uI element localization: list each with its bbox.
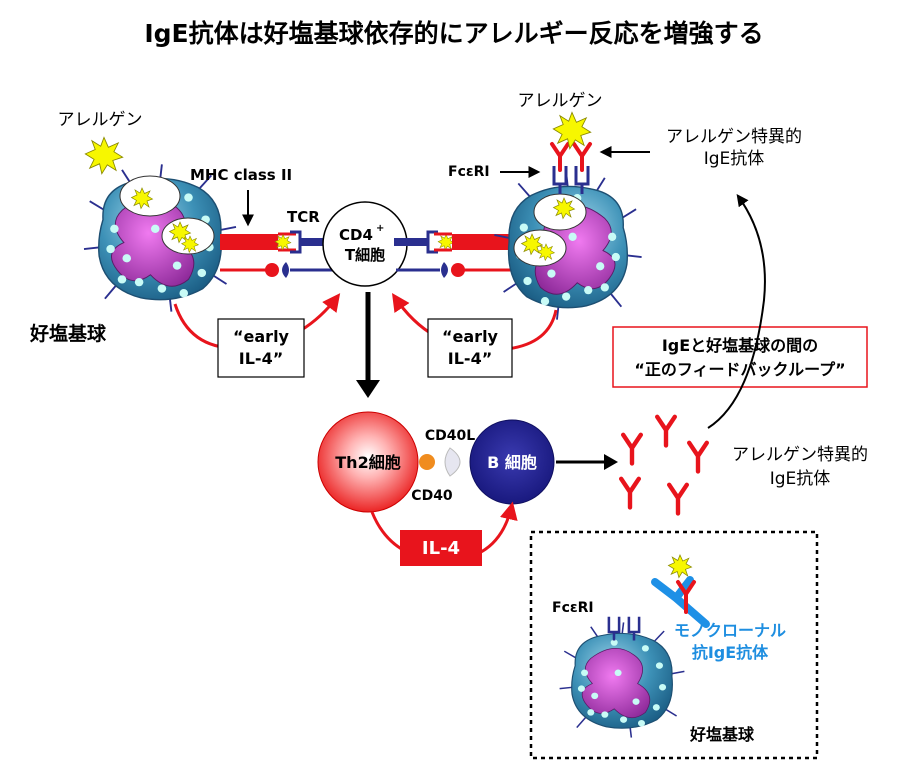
allergen-icon: [84, 136, 124, 175]
fceri-label-top: FcεRI: [448, 164, 490, 180]
monoclonal-label-2: 抗IgE抗体: [692, 643, 769, 662]
th2-cell: [317, 411, 419, 513]
fceri-label-bottom: FcεRI: [552, 600, 594, 616]
cd40-label: CD40: [411, 488, 453, 504]
free-ige-antibodies: [621, 417, 707, 514]
t-cell-label: T細胞: [345, 246, 385, 264]
cd40-receptor: [444, 447, 461, 477]
il4-label: IL-4: [422, 538, 460, 559]
specific-ige-label-mid-1: アレルゲン特異的: [732, 445, 868, 465]
monoclonal-label-1: モノクローナル: [674, 621, 786, 640]
b-cell-label: B 細胞: [487, 453, 537, 472]
mhc-label: MHC class II: [190, 166, 292, 184]
early-il4-left-2: IL-4”: [239, 349, 283, 368]
feedback-line-1: IgEと好塩基球の間の: [662, 336, 818, 355]
page-title: IgE抗体は好塩基球依存的にアレルギー反応を増強する: [144, 19, 763, 48]
allergen-icon: [552, 111, 592, 150]
early-il4-right-1: “early: [442, 327, 499, 346]
feedback-arrow: [707, 194, 766, 429]
early-il4-right-2: IL-4”: [448, 349, 492, 368]
cd40l-label: CD40L: [425, 428, 475, 444]
cd4-sup: +: [376, 223, 384, 234]
cd4-label: CD4: [339, 226, 373, 244]
basophil-label-bottom: 好塩基球: [689, 725, 755, 744]
basophil-label-left: 好塩基球: [29, 322, 107, 345]
tcr-label: TCR: [287, 208, 320, 226]
basophil-left: [83, 163, 237, 313]
feedback-line-2: “正のフィードバックループ”: [634, 360, 845, 379]
anti-ige-antibody: [651, 554, 710, 628]
basophil-right: [493, 171, 643, 321]
specific-ige-label-mid-2: IgE抗体: [770, 469, 831, 489]
th2-label: Th2細胞: [335, 453, 400, 472]
allergen-label-right: アレルゲン: [518, 91, 603, 111]
specific-ige-label-top-2: IgE抗体: [704, 149, 765, 169]
synapse-right: [394, 230, 516, 278]
specific-ige-label-top-1: アレルゲン特異的: [666, 127, 802, 147]
allergen-label-left: アレルゲン: [58, 110, 143, 130]
feedback-box: [612, 326, 868, 388]
il4-box: [400, 530, 482, 566]
basophil-bottom: [558, 621, 686, 739]
synapse-left: [220, 230, 336, 278]
cd40-dot: [419, 454, 435, 470]
early-il4-left-1: “early: [233, 327, 290, 346]
